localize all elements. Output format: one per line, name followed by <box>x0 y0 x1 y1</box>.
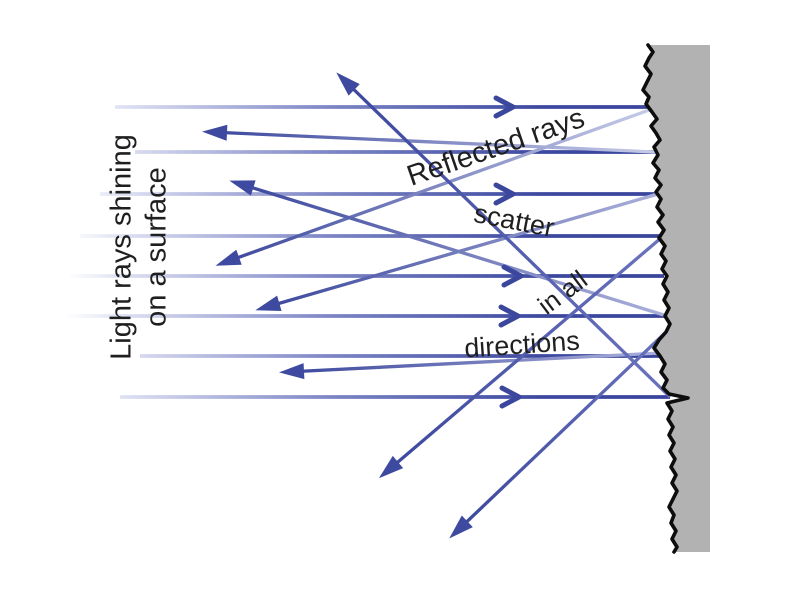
reflected-ray <box>215 107 653 266</box>
incident-label-line1: Light rays shining <box>105 134 138 360</box>
ray-direction-chevron-icon <box>501 264 524 288</box>
reflected-ray <box>449 331 667 539</box>
incident-rays-label: Light rays shining on a surface <box>105 134 176 360</box>
chevrons-group <box>493 95 524 409</box>
ray-direction-chevron-icon <box>498 304 521 328</box>
incident-rays-group <box>65 105 670 399</box>
rough-surface-group <box>641 43 710 554</box>
reflected-ray <box>378 236 663 479</box>
reflected-ray <box>279 351 661 380</box>
incident-label-line2: on a surface <box>141 167 173 327</box>
ray-direction-chevron-icon <box>499 385 522 409</box>
reflected-ray <box>202 124 656 154</box>
reflected-ray <box>336 72 672 399</box>
surface-jagged-edge <box>641 43 690 554</box>
ray-direction-chevron-icon <box>493 95 516 119</box>
reflected-rays-group <box>202 72 672 539</box>
ray-direction-chevron-icon <box>493 182 516 206</box>
